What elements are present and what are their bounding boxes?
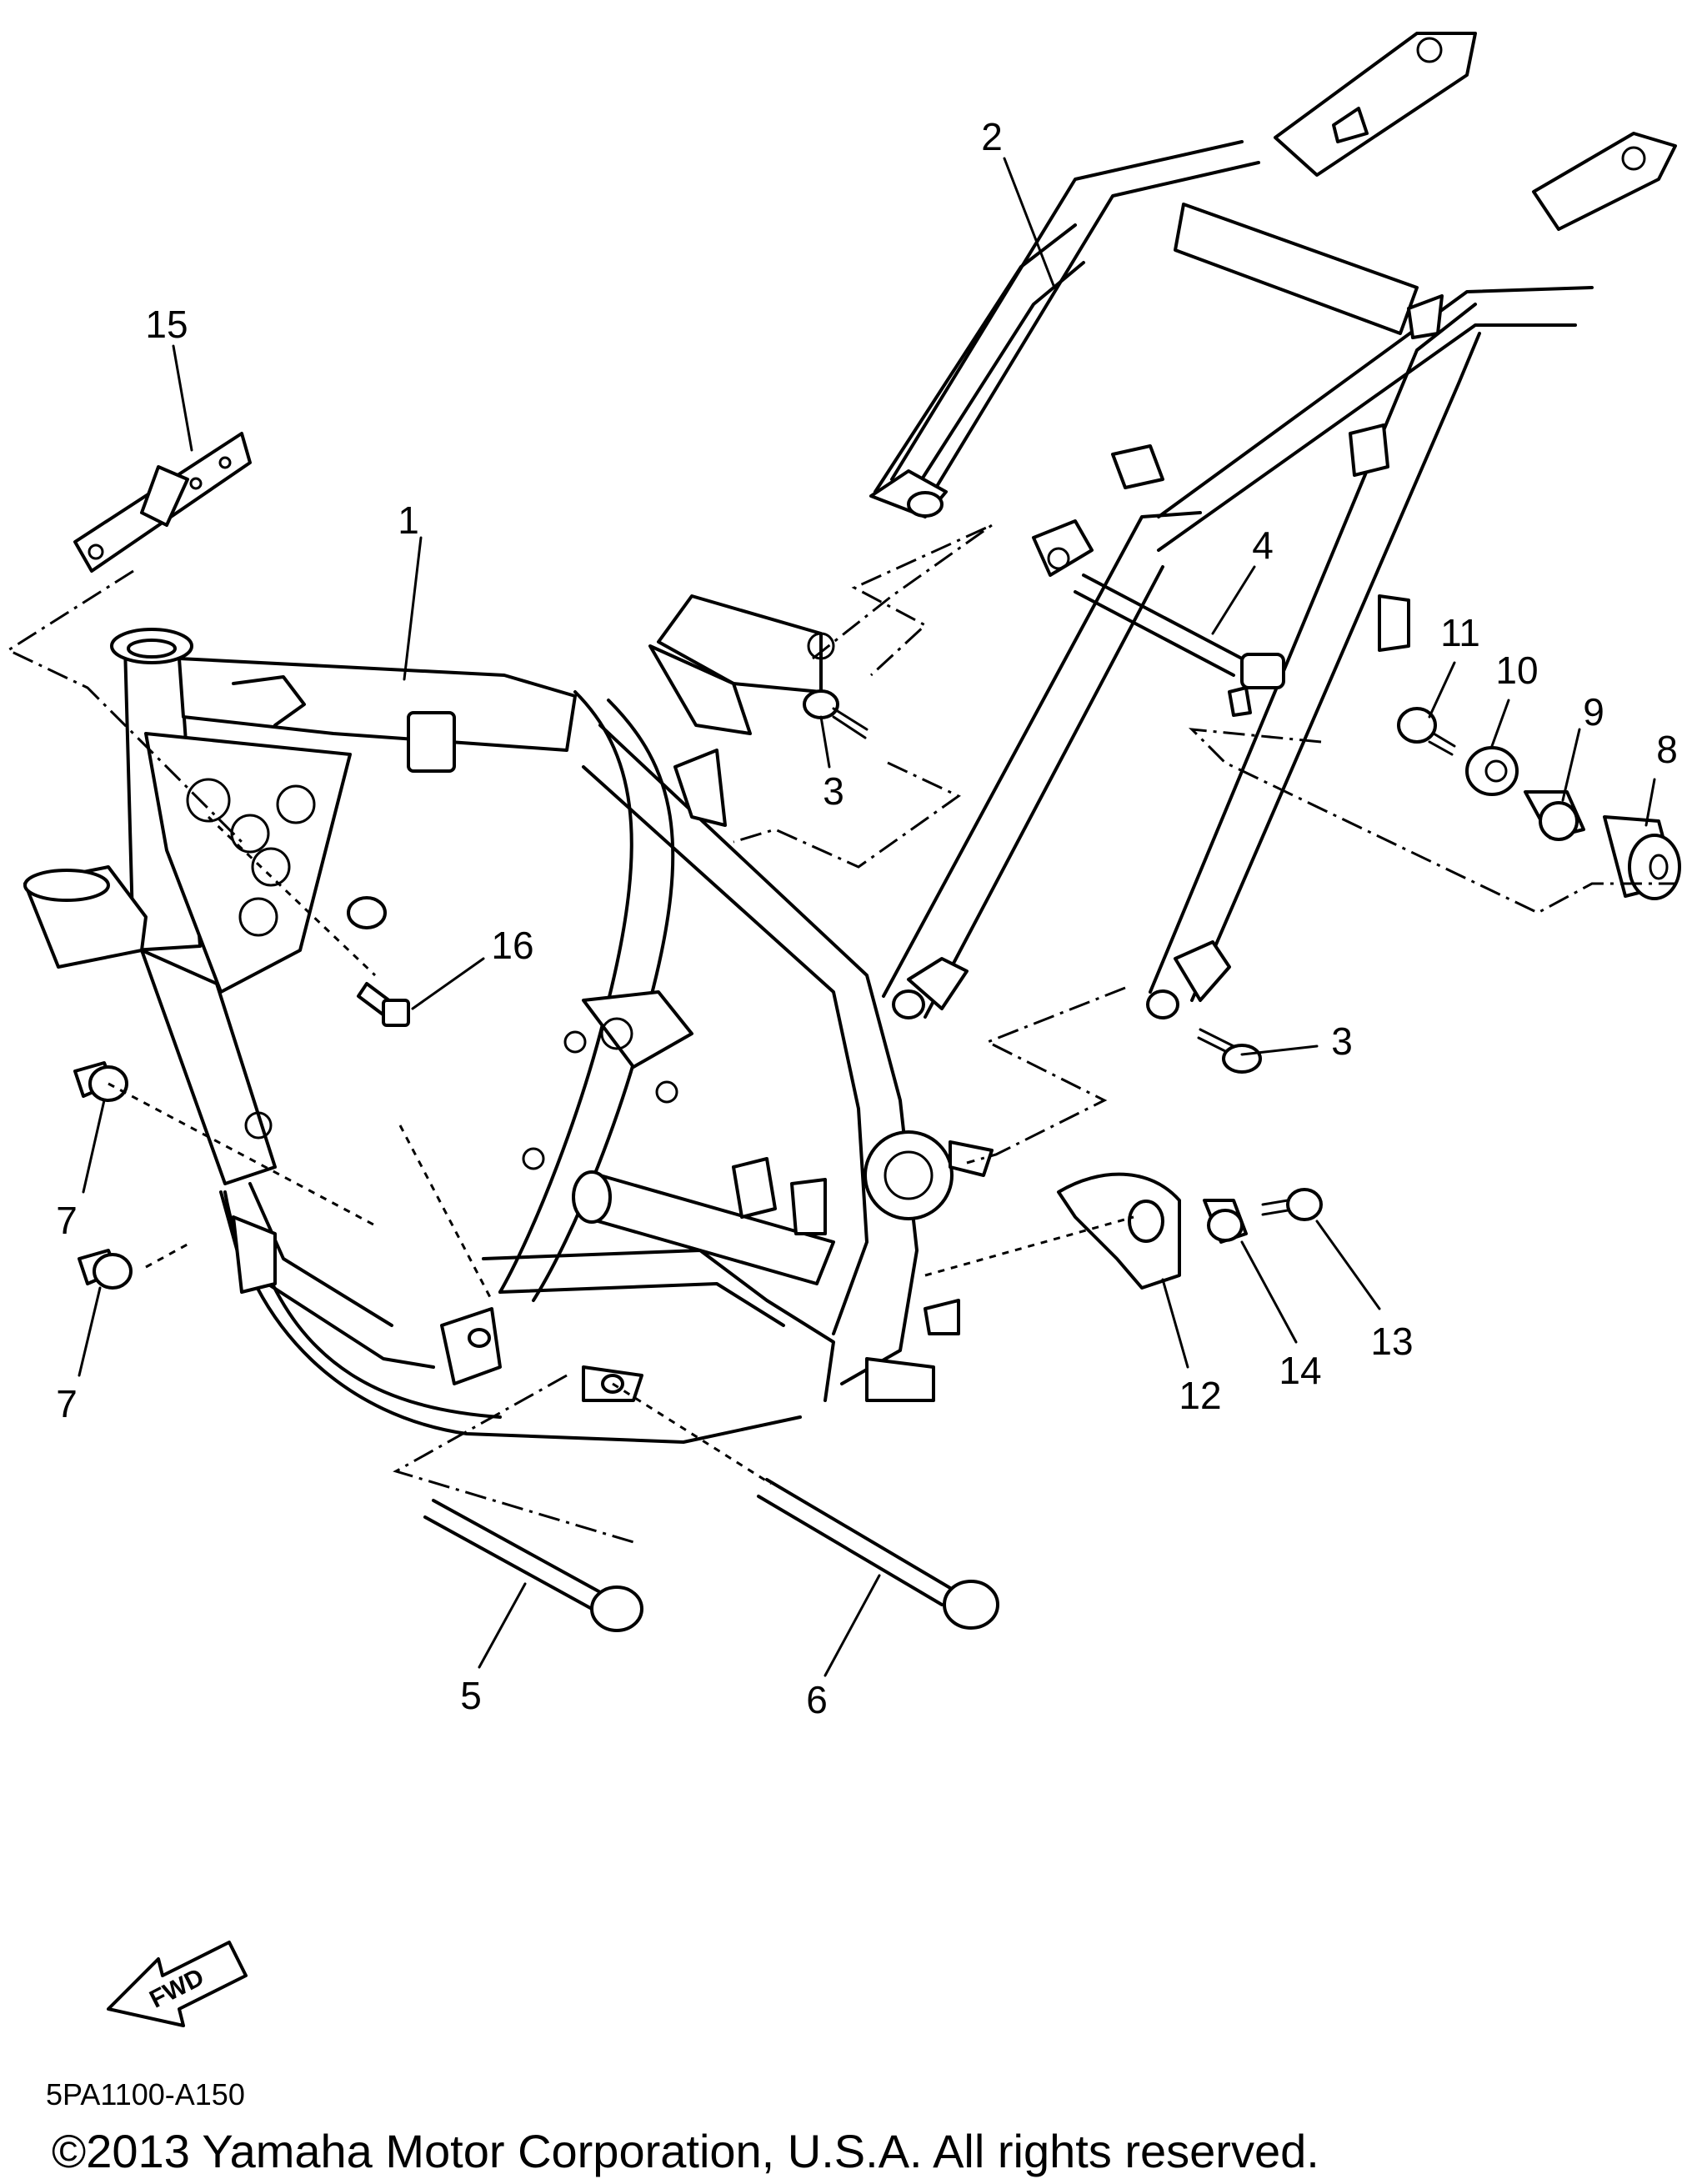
callout-6: 6 [806,1678,828,1721]
callout-16: 16 [491,924,533,967]
callout-3-upper: 3 [823,769,844,813]
callout-7-upper: 7 [56,1199,78,1242]
assembly-guide-lines [5,523,1675,1544]
bolt-16 [357,982,410,1027]
callout-14: 14 [1279,1349,1321,1392]
nut-7-lower [78,1249,133,1290]
bolt-13 [1261,1188,1323,1221]
leader-lines [78,157,1656,1677]
bolt-4 [1074,574,1285,689]
callout-15: 15 [145,303,188,346]
callout-7-lower: 7 [56,1382,78,1425]
copyright-notice: ©2013 Yamaha Motor Corporation, U.S.A. A… [52,2125,1319,2177]
bracket-15 [73,432,252,573]
bolt-5 [423,1499,643,1632]
callout-4: 4 [1252,523,1274,567]
bolt-3-lower [1197,1028,1262,1074]
washer-10 [1465,746,1519,796]
callout-3-lower: 3 [1331,1019,1353,1063]
callout-9: 9 [1583,690,1604,734]
nut-7-upper [73,1061,128,1102]
callout-1: 1 [398,498,419,542]
forward-arrow-icon: FWD [107,1941,248,2027]
bolt-11 [1397,707,1456,756]
bolt-6 [757,1478,999,1630]
rear-subframe [869,32,1677,1019]
diagram-code: 5PA1100-A150 [46,2077,245,2111]
callout-8: 8 [1656,728,1678,771]
bolt-3-upper [803,689,869,739]
callout-10: 10 [1495,649,1538,692]
callout-12: 12 [1179,1374,1221,1417]
callout-labels: 1 2 3 3 4 5 6 7 7 8 9 10 11 12 13 14 15 … [56,115,1678,1721]
bracket-12 [1057,1172,1181,1290]
callout-11: 11 [1440,611,1480,654]
callout-13: 13 [1370,1320,1413,1363]
collar-14 [1203,1199,1248,1244]
main-frame [23,594,994,1444]
callout-5: 5 [460,1674,482,1717]
callout-2: 2 [981,115,1003,158]
damper-8 [1603,815,1681,900]
collar-9 [1524,790,1585,841]
